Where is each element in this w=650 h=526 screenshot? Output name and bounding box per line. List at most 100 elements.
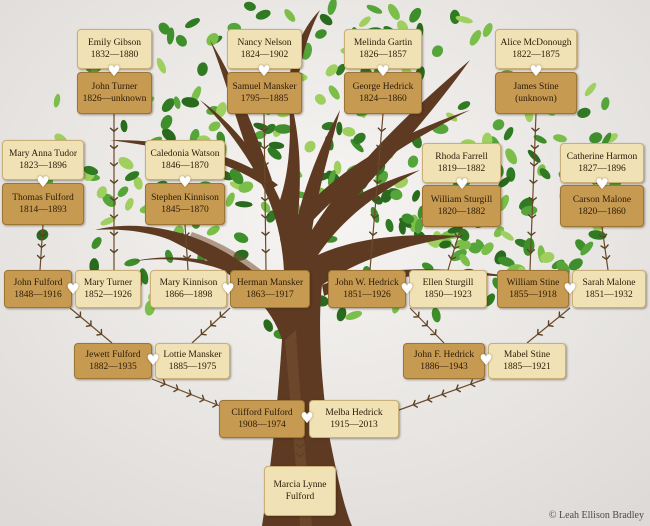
person-name: Stephen Kinnison (151, 193, 219, 203)
leaf (481, 242, 494, 256)
person-name: Mary Kinnison (159, 278, 218, 288)
vine-chevron (529, 179, 538, 185)
leaf (156, 57, 167, 74)
person-name: Jewett Fulford (85, 350, 141, 360)
leaf (161, 98, 175, 112)
leaf (498, 176, 511, 188)
person-box-nancy-nelson: Nancy Nelson 1824—1902 (227, 29, 302, 69)
leaf (161, 128, 176, 142)
vine-chevron (261, 231, 270, 237)
person-name: Mabel Stine (503, 350, 551, 360)
leaf (553, 134, 567, 143)
vine-chevron (547, 320, 554, 327)
person-name: Rhoda Farrell (435, 152, 488, 162)
person-box-alice-mcdonough: Alice McDonough 1822—1875 (495, 29, 577, 69)
person-dates: 1826—unknown (82, 94, 147, 104)
leaf (243, 1, 256, 11)
vine-chevron (295, 443, 305, 449)
leaf (117, 186, 129, 197)
person-name: Lottie Mansker (163, 350, 222, 360)
person-box-john-f-hedrick: John F. Hedrick 1886—1943 (403, 343, 485, 379)
person-name: Nancy Nelson (237, 38, 292, 48)
person-box-mary-kinnison: Mary Kinnison 1866—1898 (150, 270, 227, 308)
vine-chevron (261, 248, 270, 254)
person-dates: 1882—1935 (89, 362, 137, 372)
person-name: James Stine (513, 82, 559, 92)
person-box-clifford-fulford: Clifford Fulford 1908—1974 (219, 400, 305, 438)
person-name: John W. Hedrick (335, 278, 399, 288)
leaf (268, 141, 285, 150)
vine-line (369, 113, 384, 271)
leaf (83, 165, 99, 176)
person-name: John F. Hedrick (413, 350, 475, 360)
person-box-john-turner: John Turner 1826—unknown (77, 72, 152, 114)
branch-top-right (312, 60, 470, 240)
person-dates: 1915—2013 (330, 420, 378, 430)
leaf (206, 33, 219, 46)
heart-icon: ♥ (376, 62, 390, 80)
leaf (118, 156, 134, 170)
vine-chevron (601, 255, 611, 261)
person-box-ellen-sturgill: Ellen Sturgill 1850—1923 (409, 270, 487, 308)
heart-icon: ♥ (107, 62, 121, 80)
leaf (181, 97, 200, 108)
heart-icon: ♥ (66, 280, 80, 298)
vine-chevron (182, 254, 192, 260)
person-dates: 1827—1896 (578, 164, 626, 174)
vine-chevron (260, 162, 269, 167)
leaf (390, 189, 403, 201)
leaf (540, 252, 555, 263)
person-box-caledonia-watson: Caledonia Watson 1846—1870 (145, 140, 225, 180)
vine-chevron (109, 145, 119, 150)
person-name: John Fulford (13, 278, 63, 288)
leaf (431, 307, 441, 323)
person-dates: 1824—1902 (240, 50, 289, 60)
heart-icon: ♥ (595, 175, 609, 193)
person-dates: 1851—1926 (343, 290, 391, 300)
person-box-mary-anna-tudor: Mary Anna Tudor 1823—1896 (2, 140, 84, 180)
vine-chevron (37, 243, 46, 249)
vine-chevron (413, 311, 420, 318)
heart-icon: ♥ (455, 175, 469, 193)
vine-chevron (374, 162, 384, 167)
leaf (319, 13, 333, 26)
leaf (342, 127, 356, 137)
vine-chevron (369, 231, 378, 237)
vine-chevron (219, 311, 226, 318)
person-dates: 1851—1932 (585, 290, 633, 300)
leaf (124, 171, 140, 182)
vine-chevron (182, 243, 191, 249)
leaf (345, 310, 363, 320)
person-dates: 1886—1943 (420, 362, 468, 372)
heart-icon: ♥ (300, 409, 314, 427)
leaf (216, 102, 227, 118)
leaf (431, 45, 444, 58)
leaf (327, 0, 337, 15)
vine-chevron (181, 232, 190, 238)
person-name: Herman Mansker (236, 278, 304, 288)
copyright-notice: © Leah Ellison Bradley (548, 510, 644, 521)
leaf (336, 307, 347, 322)
person-box-emily-gibson: Emily Gibson 1832—1880 (77, 29, 152, 69)
person-name: Catherine Harmon (566, 152, 638, 162)
vine-chevron (109, 249, 119, 254)
leaf (459, 254, 471, 267)
vine-chevron (75, 311, 82, 319)
leaf (455, 15, 473, 24)
vine-chevron (260, 144, 269, 150)
heart-icon: ♥ (221, 280, 235, 298)
vine-chevron (200, 328, 207, 336)
leaf (533, 134, 547, 144)
person-box-rhoda-farrell: Rhoda Farrell 1819—1882 (422, 143, 501, 183)
leaf (409, 7, 422, 23)
leaf (91, 237, 102, 249)
leaf (267, 147, 282, 160)
person-box-melinda-gartin: Melinda Gartin 1826—1857 (344, 29, 422, 69)
vine-chevron (451, 243, 460, 250)
leaf (160, 115, 173, 130)
person-dates: 1822—1875 (512, 50, 560, 60)
vine-chevron (260, 179, 270, 185)
vine-chevron (373, 179, 382, 185)
leaf (521, 205, 538, 216)
leaf (503, 126, 514, 141)
